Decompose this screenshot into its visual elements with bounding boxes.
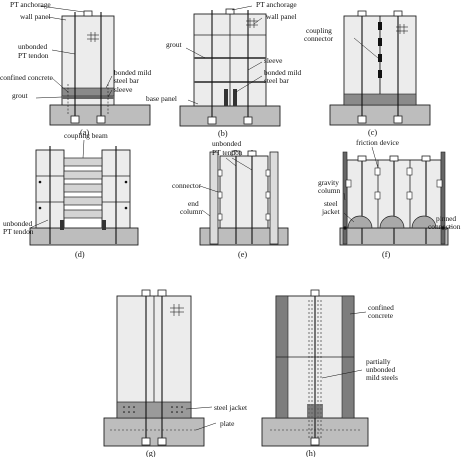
diagram-g: steel jacket plate (g) — [103, 289, 248, 457]
label-coupling-c2: connector — [304, 34, 334, 43]
diagram-f: friction device gravity column steel jac… — [318, 138, 461, 259]
caption-a: (a) — [80, 128, 89, 137]
label-bonded-a1: bonded mild — [114, 68, 151, 77]
label-steel-f2: jacket — [321, 207, 341, 216]
label-end-e2: column — [180, 207, 202, 216]
foundation-d — [29, 227, 139, 246]
wall-panel-e — [219, 155, 269, 229]
diagram-d: coupling beam unbonded PT tendon (d) — [3, 131, 139, 259]
steel-jacket-f1 — [347, 215, 373, 229]
coupling-connectors-c — [378, 22, 382, 78]
label-connector-e: connector — [172, 181, 202, 190]
foundation-c — [329, 104, 431, 126]
mild-bar-b2 — [233, 89, 237, 106]
label-unbonded-a2: PT tendon — [18, 51, 49, 60]
label-confined-concrete-a: confined concrete — [0, 73, 53, 82]
foundation-g — [103, 417, 205, 447]
diagram-b: PT anchorage wall panel grout sleeve bon… — [146, 0, 301, 138]
label-grout-a: grout — [12, 91, 29, 100]
label-confined-h1: confined — [368, 303, 394, 312]
label-plate-g: plate — [220, 419, 235, 428]
label-unbonded-e2: PT tendon — [212, 148, 243, 157]
label-bonded-a2: steel bar — [114, 76, 139, 85]
diagram-h: confined concrete partially unbonded mil… — [261, 289, 398, 457]
label-coupling-beam-d: coupling beam — [64, 131, 108, 140]
label-wall-panel-a: wall panel — [20, 12, 51, 21]
confined-concrete-a — [61, 87, 115, 97]
label-gravity-f2: column — [318, 186, 340, 195]
gravity-column-f1 — [342, 151, 348, 245]
diagram-a: PT anchorage wall panel unbonded PT tend… — [0, 0, 151, 137]
label-pinned-f2: connection — [428, 222, 461, 231]
label-sleeve-b: sleeve — [264, 56, 283, 65]
label-end-e1: end — [188, 199, 199, 208]
label-unbonded-e1: unbonded — [212, 139, 241, 148]
label-unbonded-d2: PT tendon — [3, 227, 34, 236]
label-pt-anchorage-a: PT anchorage — [10, 0, 51, 9]
pinned-connection-f2 — [441, 226, 445, 230]
label-bonded-b2: steel bar — [264, 76, 289, 85]
caption-h: (h) — [306, 449, 316, 457]
mild-steels-h — [307, 300, 323, 440]
hash-mark-c — [396, 24, 408, 34]
pinned-connection-f1 — [343, 226, 347, 230]
friction-devices-f — [345, 167, 443, 200]
label-grout-b: grout — [166, 40, 183, 49]
label-sleeve-a: sleeve — [114, 85, 133, 94]
label-pt-anchorage-b: PT anchorage — [256, 0, 297, 9]
caption-f: (f) — [382, 250, 390, 259]
caption-b: (b) — [218, 129, 228, 138]
hash-mark-b — [246, 18, 258, 28]
label-pinned-f1: pinned — [436, 214, 456, 223]
label-bonded-b1: bonded mild — [264, 68, 301, 77]
grout-a — [62, 96, 114, 99]
diagram-e: unbonded PT tendon connector end column … — [172, 139, 289, 259]
label-partially-h1: partially — [366, 357, 391, 366]
caption-g: (g) — [146, 449, 156, 457]
base-anchor-a2 — [96, 115, 106, 124]
mild-bar-b1 — [224, 89, 228, 106]
label-coupling-c1: coupling — [306, 26, 332, 35]
label-confined-h2: concrete — [368, 311, 394, 320]
pt-anchor-a — [83, 10, 93, 17]
label-steel-f1: steel — [324, 199, 338, 208]
label-unbonded-d1: unbonded — [3, 219, 32, 228]
label-base-panel-b: base panel — [146, 94, 177, 103]
coupling-beams-d — [63, 157, 103, 219]
caption-d: (d) — [75, 250, 85, 259]
hash-mark-g — [170, 304, 184, 316]
label-wall-panel-b: wall panel — [266, 12, 297, 21]
diagram-c: coupling connector (c) — [304, 10, 431, 137]
foundation-b — [179, 105, 281, 127]
label-unbonded-a1: unbonded — [18, 42, 47, 51]
label-gravity-f1: gravity — [318, 178, 339, 187]
label-partially-h2: unbonded — [366, 365, 395, 374]
hash-mark-a — [87, 32, 99, 42]
connectors-e — [217, 169, 271, 221]
steel-jacket-dots-g — [123, 406, 183, 413]
label-friction-f: friction device — [356, 138, 400, 147]
label-steel-jacket-g: steel jacket — [214, 403, 248, 412]
caption-e: (e) — [238, 250, 247, 259]
caption-c: (c) — [368, 128, 377, 137]
steel-jacket-g — [116, 401, 192, 419]
label-partially-h3: mild steels — [366, 373, 398, 382]
end-column-e2 — [269, 151, 279, 245]
base-anchor-a1 — [70, 115, 80, 124]
pt-anchor-b — [225, 8, 235, 15]
gravity-column-f2 — [440, 151, 446, 245]
end-column-e1 — [209, 151, 219, 245]
